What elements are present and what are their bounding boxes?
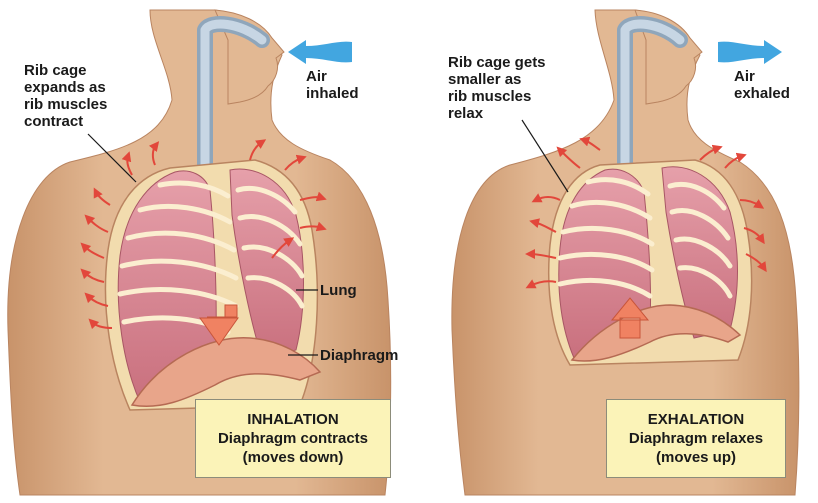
diaphragm-label: Diaphragm [320,347,399,364]
exhalation-caption: EXHALATION Diaphragm relaxes (moves up) [606,399,786,478]
inhalation-figure [7,9,392,496]
inhalation-caption: INHALATION Diaphragm contracts (moves do… [195,399,391,478]
air-exhaled-label: Air exhaled [734,68,790,102]
air-inhaled-arrow [288,40,352,64]
ribs-right [557,177,733,299]
rib-label-right: Rib cage gets smaller as rib muscles rel… [448,54,546,122]
exhalation-line2: (moves up) [655,449,736,466]
rib-label-left: Rib cage expands as rib muscles contract [24,62,108,130]
air-exhaled-arrow [718,40,782,64]
exhalation-figure [451,9,800,496]
diaphragm-down-arrow [199,304,239,346]
exhalation-title: EXHALATION [647,411,745,428]
rib-label-leader-left [87,133,137,183]
rib-label-leader-right [521,119,569,193]
lung-label: Lung [320,282,357,299]
ribs-left [117,180,305,335]
air-inhaled-label: Air inhaled [306,68,359,102]
inhalation-line1: Diaphragm contracts [217,430,369,447]
inhalation-title: INHALATION [247,411,339,428]
inhalation-line2: (moves down) [242,449,344,466]
exhalation-line1: Diaphragm relaxes [628,430,764,447]
diaphragm-left [130,337,322,408]
rib-contract-arrows-right [525,136,767,289]
diaphragm-up-arrow [610,297,650,339]
rib-expand-arrows-left [80,139,327,330]
